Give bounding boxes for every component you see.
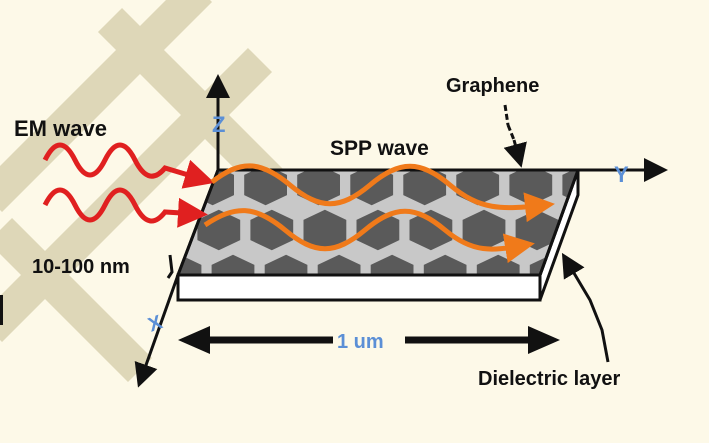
graphene-pointer bbox=[505, 104, 520, 162]
graphene-hexagon bbox=[675, 210, 709, 251]
graphene-hexagon bbox=[636, 255, 679, 296]
edge-tick bbox=[0, 295, 3, 325]
axis-z-label: Z bbox=[212, 112, 225, 137]
thickness-label: 10-100 nm bbox=[32, 256, 130, 278]
length-label-bg bbox=[333, 328, 405, 352]
slab-front-face bbox=[176, 273, 542, 302]
axis-y-label: Y bbox=[614, 162, 629, 187]
graphene-hexagon bbox=[197, 209, 241, 251]
x-axis bbox=[134, 274, 180, 388]
graphene-hexagon bbox=[462, 209, 506, 251]
graphene-hexagon bbox=[568, 209, 578, 251]
em-wave-label: EM wave bbox=[14, 116, 107, 141]
thickness-bracket bbox=[166, 254, 174, 279]
graphene-hexagon bbox=[356, 209, 400, 251]
em-waves bbox=[42, 142, 215, 228]
graphene-hexagon bbox=[250, 209, 294, 251]
graphene-hexagon bbox=[178, 209, 188, 251]
dielectric-pointer bbox=[561, 252, 610, 363]
spp-waves bbox=[203, 163, 555, 264]
em-wave-lower bbox=[42, 187, 208, 228]
graphene-hexagon bbox=[409, 209, 453, 251]
spp-wave-upper bbox=[210, 163, 555, 223]
graphene-hexagon bbox=[583, 255, 626, 296]
dielectric-label: Dielectric layer bbox=[478, 368, 621, 390]
em-wave-upper bbox=[42, 142, 215, 189]
length-label: 1 um bbox=[337, 331, 384, 353]
spp-wave-label: SPP wave bbox=[330, 137, 429, 160]
graphene-label: Graphene bbox=[446, 75, 539, 97]
graphene-hexagon bbox=[669, 165, 709, 206]
watermark bbox=[0, 0, 313, 383]
graphene-hexagon bbox=[622, 210, 665, 251]
graphene-hexagon bbox=[303, 209, 347, 251]
spp-wave-lower bbox=[203, 208, 535, 264]
